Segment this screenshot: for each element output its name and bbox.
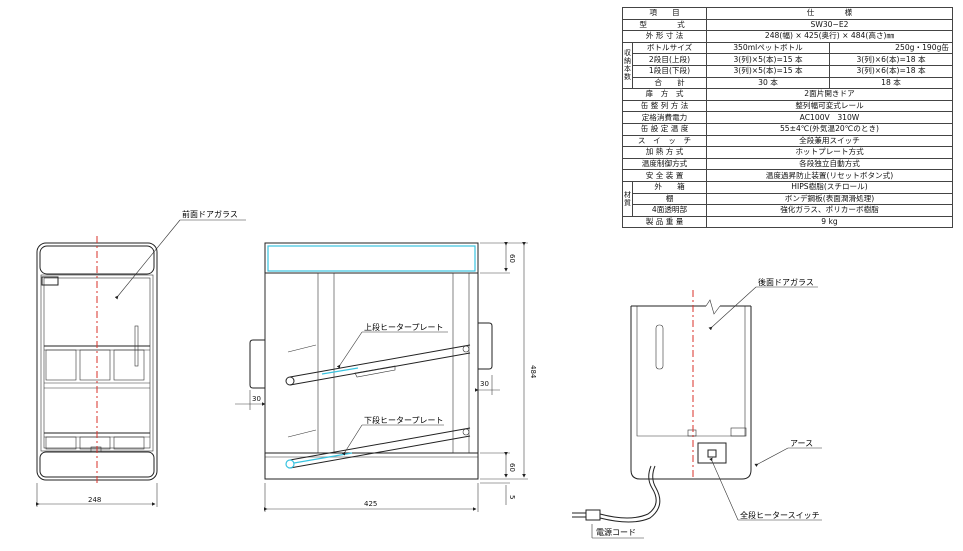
label-heater-switch: 全段ヒータースイッチ: [740, 510, 820, 520]
label-rear-door-glass: 後面ドアガラス: [758, 277, 814, 287]
spec-row: 安 全 装 置 温度過昇防止装置(リセットボタン式): [622, 169, 953, 182]
spec-value: 250g・190g缶: [829, 41, 953, 55]
spec-row: 材質 外 箱 HIPS樹脂(スチロール): [622, 180, 953, 217]
rear-view: 後面ドアガラス アース 全段ヒータースイッチ 電源コード: [572, 277, 822, 539]
spec-label: 缶 設 定 温 度: [622, 122, 707, 136]
spec-value: 55±4℃(外気温20℃のとき): [706, 122, 953, 136]
spec-row: 缶 設 定 温 度 55±4℃(外気温20℃のとき): [622, 122, 953, 136]
spec-value: 全段兼用スイッチ: [706, 134, 953, 148]
spec-row: 定格消費電力 AC100V 310W: [622, 111, 953, 124]
spec-row: 収納本数 ボトルサイズ 350mlペットボトル 250g・190g缶: [622, 41, 953, 90]
dim-top-offset: 60: [508, 254, 516, 263]
spec-row: ス イ ッ チ 全段兼用スイッチ: [622, 134, 953, 148]
spec-label: ボトルサイズ: [632, 41, 707, 55]
spec-row: 外 形 寸 法 248(幅) × 425(奥行) × 484(高さ)㎜: [622, 30, 953, 43]
spec-value: 248(幅) × 425(奥行) × 484(高さ)㎜: [706, 30, 953, 43]
label-ground: アース: [790, 439, 813, 448]
label-upper-heater-plate: 上段ヒータープレート: [364, 322, 444, 332]
spec-label: ス イ ッ チ: [622, 134, 707, 148]
dim-side-depth: 425: [364, 500, 377, 508]
dim-handle-left: 30: [252, 395, 261, 403]
spec-row: 棚 ボンデ鋼板(表面潤滑処理): [623, 192, 953, 206]
dim-bottom-offset: 60: [508, 463, 516, 472]
spec-value: ボンデ鋼板(表面潤滑処理): [706, 192, 953, 206]
side-view: 上段ヒータープレート 下段ヒータープレート 425 484 60 60 5 30…: [235, 242, 537, 512]
spec-label: 外 箱: [632, 180, 707, 194]
label-lower-heater-plate: 下段ヒータープレート: [364, 415, 444, 425]
spec-value: 強化ガラス、ポリカーボ樹脂: [706, 204, 953, 217]
spec-value: 350mlペットボトル: [706, 41, 830, 55]
label-front-door-glass: 前面ドアガラス: [182, 209, 238, 219]
dim-front-width: 248: [88, 496, 101, 504]
spec-value: 9 kg: [706, 215, 953, 229]
spec-row: 2段目(上段) 3(列)×5(本)=15 本 3(列)×6(本)=18 本: [623, 53, 953, 66]
dim-handle-right: 30: [480, 380, 489, 388]
spec-value: 温度過昇防止装置(リセットボタン式): [706, 169, 953, 182]
dim-foot: 5: [508, 495, 516, 499]
spec-label: 4面透明部: [632, 204, 707, 217]
spec-row: 型 式 SW30−E2: [622, 18, 953, 32]
spec-table: 項 目 仕 様 型 式 SW30−E2 外 形 寸 法 248(幅) × 425…: [622, 7, 953, 229]
spec-row: 缶 整 列 方 法 整列幅可変式レール: [622, 99, 953, 113]
front-view: 248 前面ドアガラス: [36, 209, 246, 507]
label-power-cord: 電源コード: [596, 528, 636, 537]
spec-value: 各段独立自動方式: [706, 157, 953, 171]
spec-value: HIPS樹脂(スチロール): [706, 180, 953, 194]
spec-row: 加 熱 方 式 ホットプレート方式: [622, 146, 953, 159]
spec-row: 温度制御方式 各段独立自動方式: [622, 157, 953, 171]
spec-label: 温度制御方式: [622, 157, 707, 171]
spec-row: 4面透明部 強化ガラス、ポリカーボ樹脂: [623, 204, 953, 217]
spec-row: 製 品 重 量 9 kg: [622, 215, 953, 229]
dim-side-height: 484: [529, 365, 537, 379]
spec-value: ホットプレート方式: [706, 146, 953, 159]
